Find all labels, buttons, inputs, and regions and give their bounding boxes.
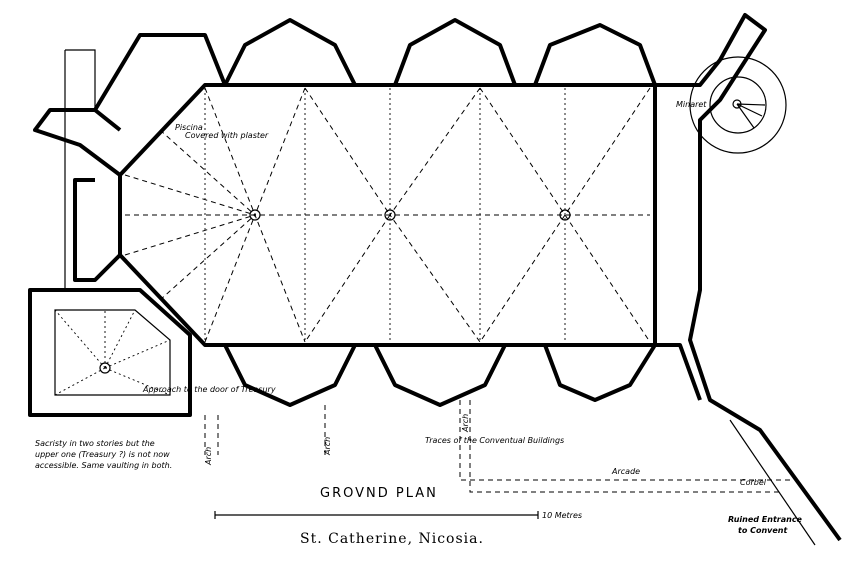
sacristy-note-1: Sacristy in two stories but the <box>35 439 155 448</box>
arcade-label: Arcade <box>611 467 640 476</box>
corbel-label: Corbel <box>740 478 767 487</box>
scale-bar: 10 Metres <box>214 511 582 520</box>
plan-title: St. Catherine, Nicosia. <box>300 531 484 547</box>
traces-label: Traces of the Conventual Buildings <box>425 436 564 445</box>
sacristy-note-3: accessible. Same vaulting in both. <box>35 461 172 470</box>
piscina-note: Covered with plaster <box>185 131 269 140</box>
minaret-label: Minaret <box>676 100 707 109</box>
ruined-entrance-label-2: to Convent <box>738 526 789 535</box>
treasury-door-label: Approach to the door of Treasury <box>142 385 276 394</box>
arch-label-3: Arch <box>461 414 470 433</box>
arch-label-1: Arch <box>204 447 213 466</box>
arch-label-2: Arch <box>323 437 332 456</box>
nave-walls <box>28 13 842 546</box>
ruined-entrance-label-1: Ruined Entrance <box>728 515 803 524</box>
piscina-label: Piscina <box>175 123 203 132</box>
conventual-traces <box>204 400 790 493</box>
plan-label: GROVND PLAN <box>320 486 438 501</box>
vaulting-lines <box>54 87 651 396</box>
sacristy-note-2: upper one (Treasury ?) is not now <box>35 450 170 459</box>
scale-label: 10 Metres <box>542 511 582 520</box>
